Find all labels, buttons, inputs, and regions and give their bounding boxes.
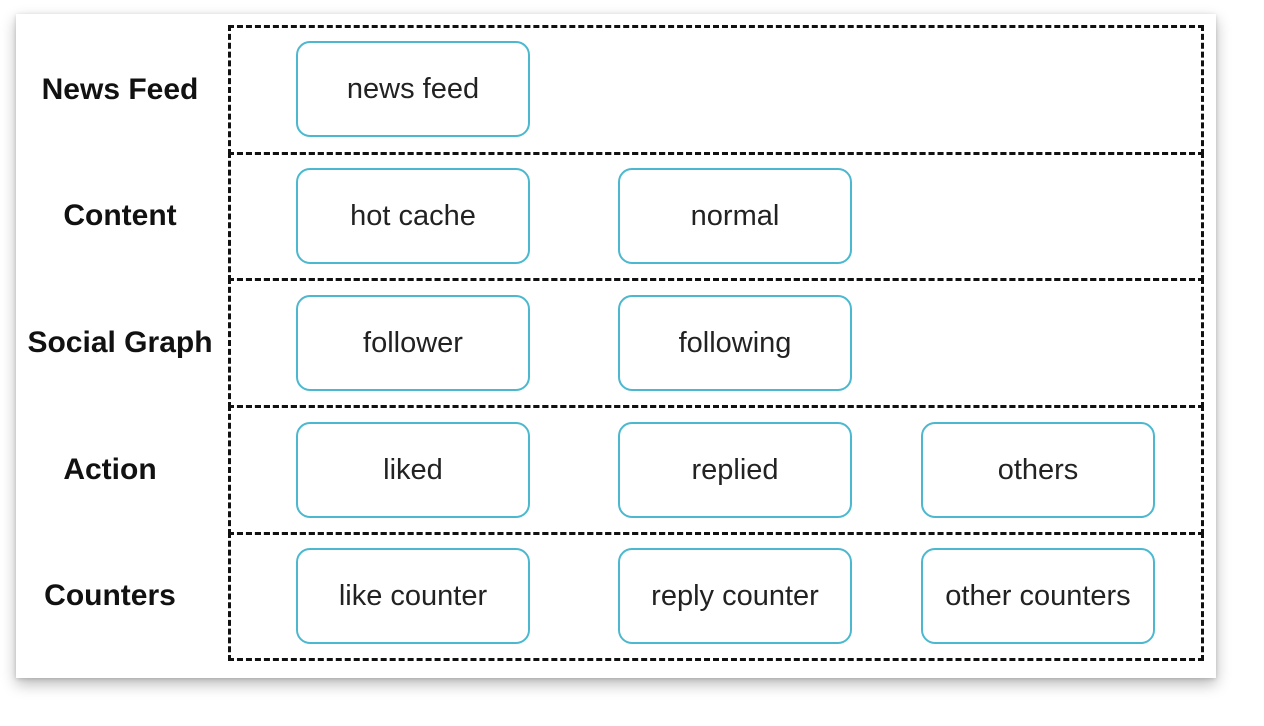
tier-label-social-graph: Social Graph [27,326,213,359]
node-news-feed: news feed [296,41,530,137]
node-reply-counter: reply counter [618,548,852,644]
tier-label-content: Content [63,199,177,232]
node-replied: replied [618,422,852,518]
node-normal: normal [618,168,852,264]
tier-counters [228,532,1204,661]
tier-label-news-feed: News Feed [41,73,199,106]
node-follower: follower [296,295,530,391]
node-following: following [618,295,852,391]
node-other-counters: other counters [921,548,1155,644]
tier-label-counters: Counters [44,579,176,612]
node-like-counter: like counter [296,548,530,644]
tier-label-action: Action [63,453,157,486]
node-others: others [921,422,1155,518]
node-liked: liked [296,422,530,518]
node-hot-cache: hot cache [296,168,530,264]
